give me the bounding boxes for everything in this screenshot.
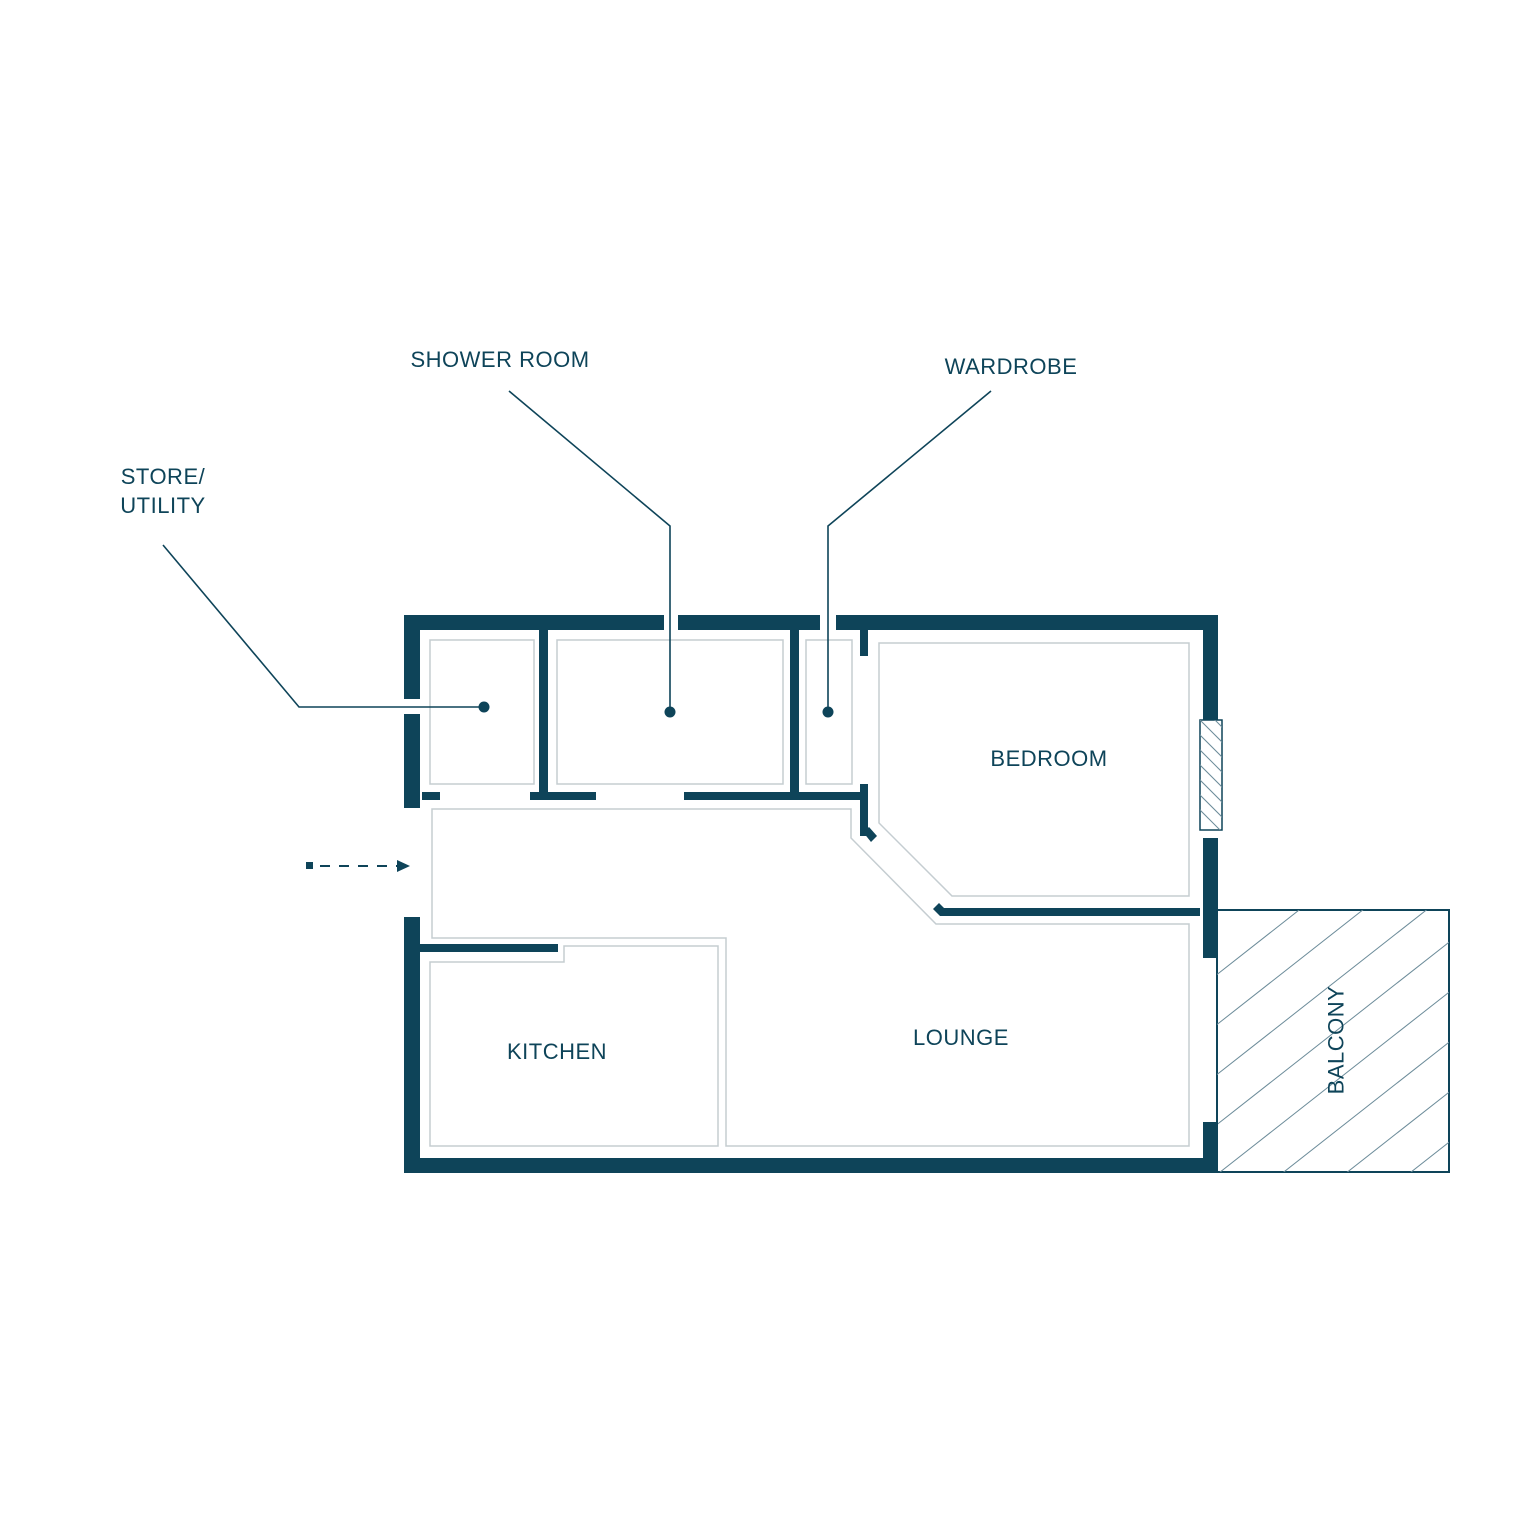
store-leader-line [162, 544, 484, 708]
label-balcony: BALCONY [1323, 985, 1349, 1095]
kitchen-outline [429, 945, 719, 1147]
label-store-utility: STORE/ UTILITY [120, 464, 206, 518]
store-outline [429, 639, 535, 785]
wardrobe-leader-line [827, 390, 992, 712]
wardrobe-leader-dot-icon [822, 706, 834, 718]
balcony-hatching [1217, 910, 1449, 1172]
wardrobe-outline [805, 639, 853, 785]
label-shower-room: SHOWER ROOM [410, 347, 590, 372]
shower-leader-line [508, 390, 671, 712]
room-outlines [429, 639, 1190, 1147]
entrance-arrow-icon [306, 860, 410, 872]
balcony-area [1216, 909, 1450, 1173]
bedroom-outline [878, 642, 1190, 897]
store-leader-dot-icon [478, 701, 490, 713]
shower-leader-dot-icon [664, 706, 676, 718]
label-lounge: LOUNGE [913, 1025, 1009, 1050]
hall-lounge-outline [431, 808, 1190, 1147]
label-kitchen: KITCHEN [506, 1039, 608, 1064]
label-bedroom: BEDROOM [990, 746, 1108, 771]
leader-lines [162, 390, 992, 718]
window-icon [1199, 719, 1223, 831]
label-wardrobe: WARDROBE [944, 354, 1078, 379]
walls [404, 615, 1218, 1173]
